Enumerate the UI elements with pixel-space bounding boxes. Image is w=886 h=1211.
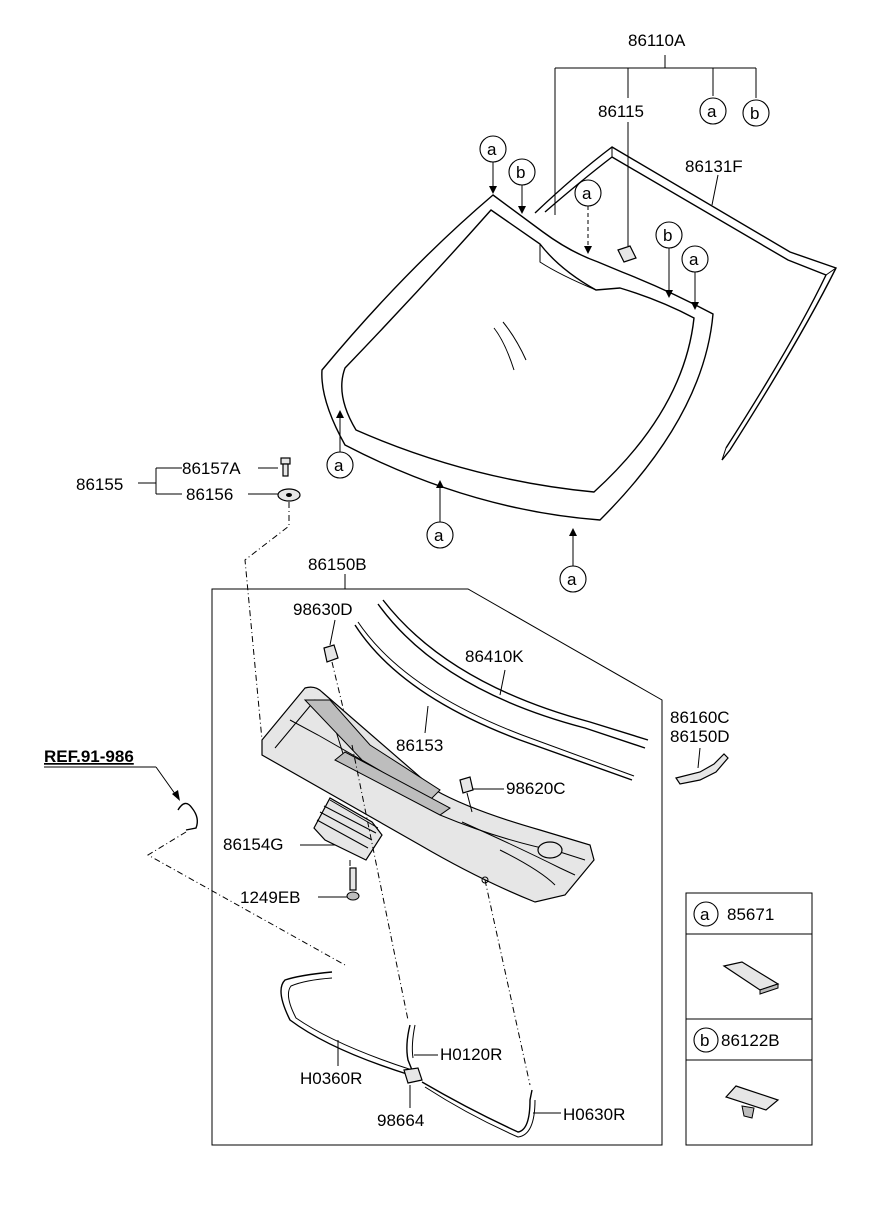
filter-86154G[interactable] xyxy=(313,797,383,861)
label-86150D: 86150D xyxy=(670,727,730,746)
label-98630D: 98630D xyxy=(293,600,353,619)
svg-text:a: a xyxy=(567,570,577,589)
label-86150B: 86150B xyxy=(308,555,367,574)
svg-text:a: a xyxy=(334,456,344,475)
reference-ref91986[interactable]: REF.91-986 xyxy=(44,747,180,801)
seal-86153[interactable] xyxy=(354,621,635,781)
hose-H0360R[interactable] xyxy=(280,971,413,1076)
cowl-assembly-box xyxy=(211,574,663,1146)
label-86153: 86153 xyxy=(396,736,443,755)
cowl-top-cover[interactable] xyxy=(261,686,595,903)
windshield-glass[interactable] xyxy=(321,194,714,521)
leader-86110A xyxy=(554,55,757,246)
legend-row-b: b 86122B xyxy=(693,1027,780,1053)
clip-85671-icon xyxy=(722,961,780,995)
svg-text:a: a xyxy=(700,905,710,924)
marker-a-1: a xyxy=(479,135,507,194)
svg-text:a: a xyxy=(707,102,717,121)
legend-b-part: 86122B xyxy=(721,1031,780,1050)
svg-text:b: b xyxy=(663,226,672,245)
marker-a-legend-top: a xyxy=(699,97,727,125)
svg-text:a: a xyxy=(582,184,592,203)
svg-text:a: a xyxy=(434,526,444,545)
hose-connector-ref[interactable] xyxy=(177,802,199,831)
label-1249EB: 1249EB xyxy=(240,888,301,907)
clip-86122B-icon xyxy=(724,1085,780,1119)
marker-b-1: b xyxy=(508,158,536,214)
label-98620C: 98620C xyxy=(506,779,566,798)
bracket-86160C[interactable] xyxy=(675,753,729,785)
leader-86155 xyxy=(138,467,278,495)
nozzle-98630D[interactable] xyxy=(323,644,339,663)
label-86155: 86155 xyxy=(76,475,123,494)
screw-1249EB[interactable] xyxy=(346,867,360,901)
marker-a-3: a xyxy=(681,245,709,310)
svg-text:a: a xyxy=(689,250,699,269)
label-86154G: 86154G xyxy=(223,835,284,854)
label-H0630R: H0630R xyxy=(563,1105,625,1124)
label-H0120R: H0120R xyxy=(440,1045,502,1064)
hose-H0120R[interactable] xyxy=(406,1024,416,1071)
reference-label: REF.91-986 xyxy=(44,747,134,766)
clip-86115[interactable] xyxy=(617,245,637,263)
marker-a-4: a xyxy=(326,410,354,479)
svg-text:b: b xyxy=(750,104,759,123)
legend-table xyxy=(685,892,813,1146)
bolt-86157A[interactable] xyxy=(280,457,291,477)
label-86131F: 86131F xyxy=(685,157,743,176)
marker-a-5: a xyxy=(426,480,454,549)
label-98664: 98664 xyxy=(377,1111,424,1130)
label-86410K: 86410K xyxy=(465,647,524,666)
windshield-moulding[interactable] xyxy=(534,146,837,461)
label-86115: 86115 xyxy=(598,102,644,121)
legend-row-a: a 85671 xyxy=(693,901,774,927)
legend-a-part: 85671 xyxy=(727,905,774,924)
label-86110A: 86110A xyxy=(628,31,686,50)
label-H0360R: H0360R xyxy=(300,1069,362,1088)
marker-b-2: b xyxy=(655,221,683,298)
connector-98664[interactable] xyxy=(403,1067,423,1084)
label-86156: 86156 xyxy=(186,485,233,504)
marker-b-legend-top: b xyxy=(742,99,770,127)
label-86157A: 86157A xyxy=(182,459,241,478)
svg-text:a: a xyxy=(487,140,497,159)
washer-86156[interactable] xyxy=(277,488,301,502)
clip-98620C[interactable] xyxy=(459,776,474,813)
label-86160C: 86160C xyxy=(670,708,730,727)
weatherstrip-86410K[interactable] xyxy=(377,599,649,749)
svg-text:b: b xyxy=(700,1031,709,1050)
marker-a-2: a xyxy=(574,179,602,254)
marker-a-6: a xyxy=(559,528,587,593)
hose-H0630R[interactable] xyxy=(421,1081,536,1138)
svg-text:b: b xyxy=(516,163,525,182)
